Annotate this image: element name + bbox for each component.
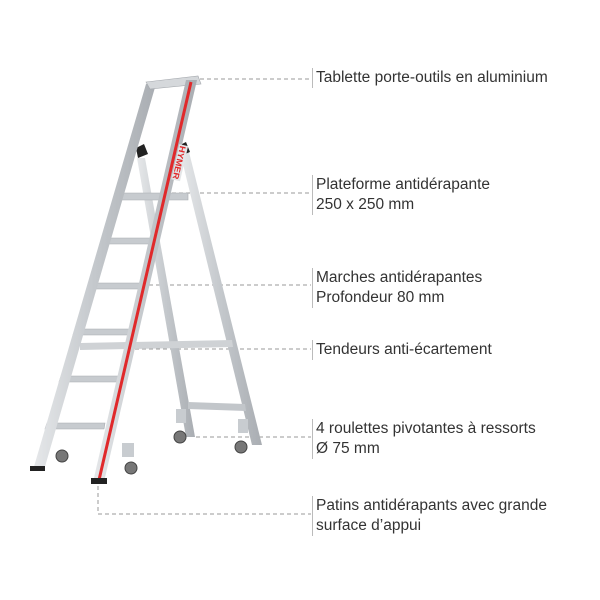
tool-tray	[145, 75, 202, 90]
platform	[115, 192, 189, 201]
foot-pad	[91, 478, 107, 484]
foot-pad	[30, 466, 45, 471]
hinge	[136, 144, 148, 158]
callout-feet: Patins antidérapants avec grande surface…	[312, 496, 547, 536]
red-stripe	[97, 81, 193, 481]
callout-platform: Plateforme antidérapante 250 x 250 mm	[312, 175, 490, 215]
castors	[55, 409, 248, 475]
front-left-rail	[33, 84, 156, 470]
callout-spreaders: Tendeurs anti-écartement	[312, 340, 492, 360]
callout-line-feet	[97, 486, 311, 515]
callout-tool-tray: Tablette porte-outils en aluminium	[312, 68, 548, 88]
callout-steps: Marches antidérapantes Profondeur 80 mm	[312, 268, 482, 308]
spreader-bar	[80, 340, 233, 350]
callout-castors: 4 roulettes pivotantes à ressorts Ø 75 m…	[312, 419, 536, 459]
